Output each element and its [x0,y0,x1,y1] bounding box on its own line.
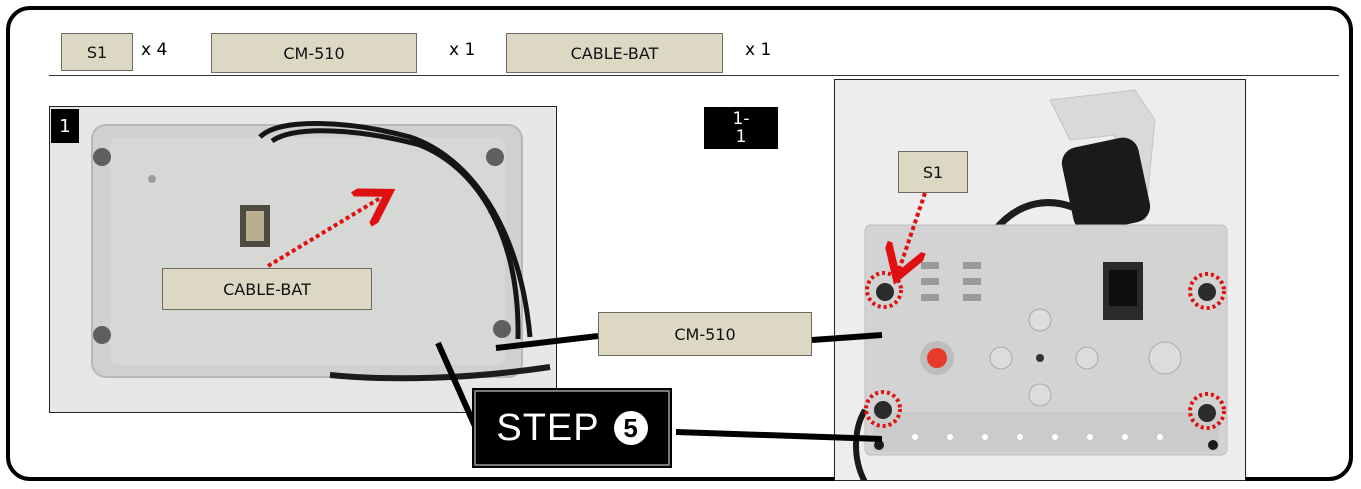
cm510-connector-right [811,332,883,343]
photo-controller-back [49,106,557,413]
part-cm510-qty: x 1 [449,40,476,60]
part-cable-bat-label: CABLE-BAT [570,43,659,63]
part-s1-qty: x 4 [141,40,168,60]
step-text: STEP [496,406,600,449]
instruction-frame [6,6,1353,481]
callout-cm510: CM-510 [598,312,812,356]
controller-back-illustration [50,107,556,412]
screw-marker-bottom-right [1188,392,1226,430]
screw-marker-top-right [1188,272,1226,310]
step-badge-1: 1 [51,109,79,143]
cable-arrow [266,197,382,268]
step-connector-left [435,341,481,435]
part-cm510-label: CM-510 [283,43,345,63]
cm510-connector-left [495,333,599,351]
part-s1-label: S1 [86,42,108,62]
parts-divider [49,75,1339,76]
screw-arrow [899,192,927,270]
step-badge-1-1-label: 1- 1 [732,109,750,147]
part-cable-bat-box: CABLE-BAT [506,33,723,73]
step-number: 5 [613,411,648,445]
part-cable-bat-qty: x 1 [745,40,772,60]
callout-cable-bat: CABLE-BAT [162,268,372,310]
callout-s1: S1 [898,151,968,193]
part-cm510-box: CM-510 [211,33,417,73]
step-connector-right [675,429,883,442]
step-banner: STEP 5 [474,390,670,466]
screw-marker-top-left [865,271,903,309]
part-s1-box: S1 [61,33,133,71]
screw-marker-bottom-left [864,390,902,428]
step-badge-1-1: 1- 1 [704,107,778,149]
